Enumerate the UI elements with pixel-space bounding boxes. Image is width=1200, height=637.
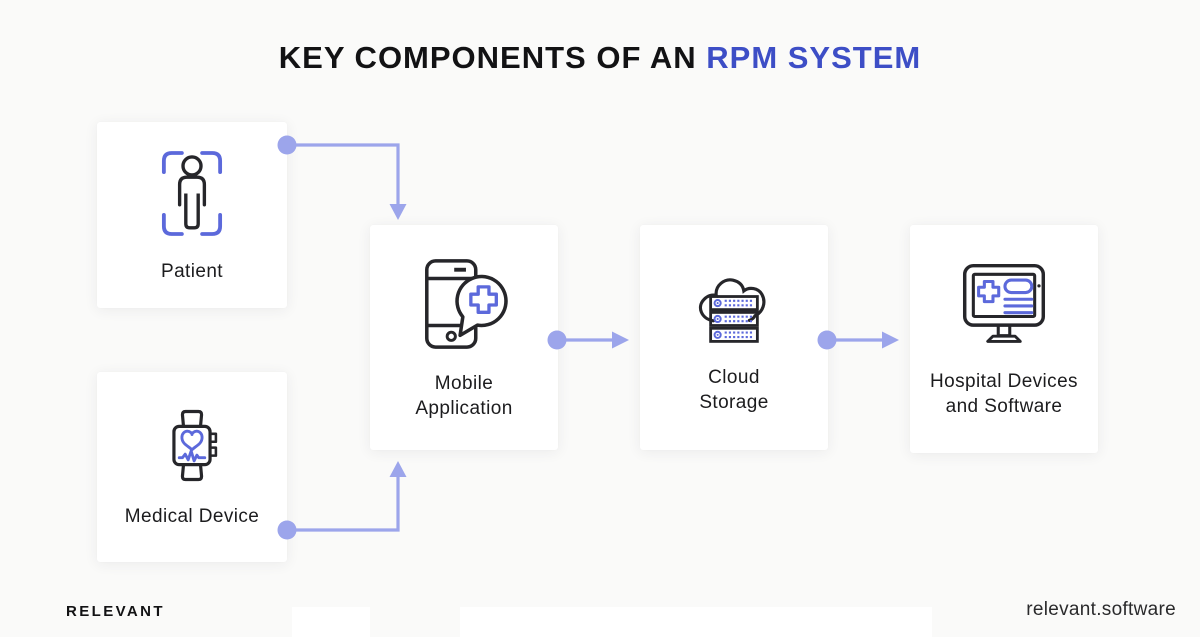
edge-mobile-to-cloud [547, 330, 629, 350]
title-highlight: RPM SYSTEM [706, 40, 922, 75]
arrowhead-down-icon [389, 204, 407, 220]
smartwatch-heart-icon [172, 409, 218, 482]
phone-medical-chat-icon [425, 258, 508, 349]
node-label: Patient [161, 261, 223, 282]
monitor-medical-icon [962, 263, 1046, 343]
patient-scan-icon [161, 151, 223, 236]
cloud-server-icon [698, 277, 766, 343]
website-url: relevant.software [1026, 599, 1176, 620]
background-strip [460, 607, 932, 637]
background-strip [292, 607, 370, 637]
node-medical-device: Medical Device [97, 372, 287, 562]
node-label: Medical Device [124, 506, 260, 527]
arrowhead-up-icon [389, 461, 407, 477]
title-prefix: KEY COMPONENTS OF AN [278, 40, 707, 75]
node-patient: Patient [97, 122, 287, 308]
edge-cloud-to-hospital [817, 330, 899, 350]
arrowhead-right-icon [882, 331, 899, 349]
page-title: KEY COMPONENTS OF AN RPM SYSTEM [0, 40, 1200, 76]
relevant-logo: RELEVANT [66, 603, 165, 620]
edge-patient-to-mobile [277, 135, 407, 220]
arrowhead-right-icon [612, 331, 629, 349]
edge-medical-device-to-mobile [277, 461, 407, 540]
